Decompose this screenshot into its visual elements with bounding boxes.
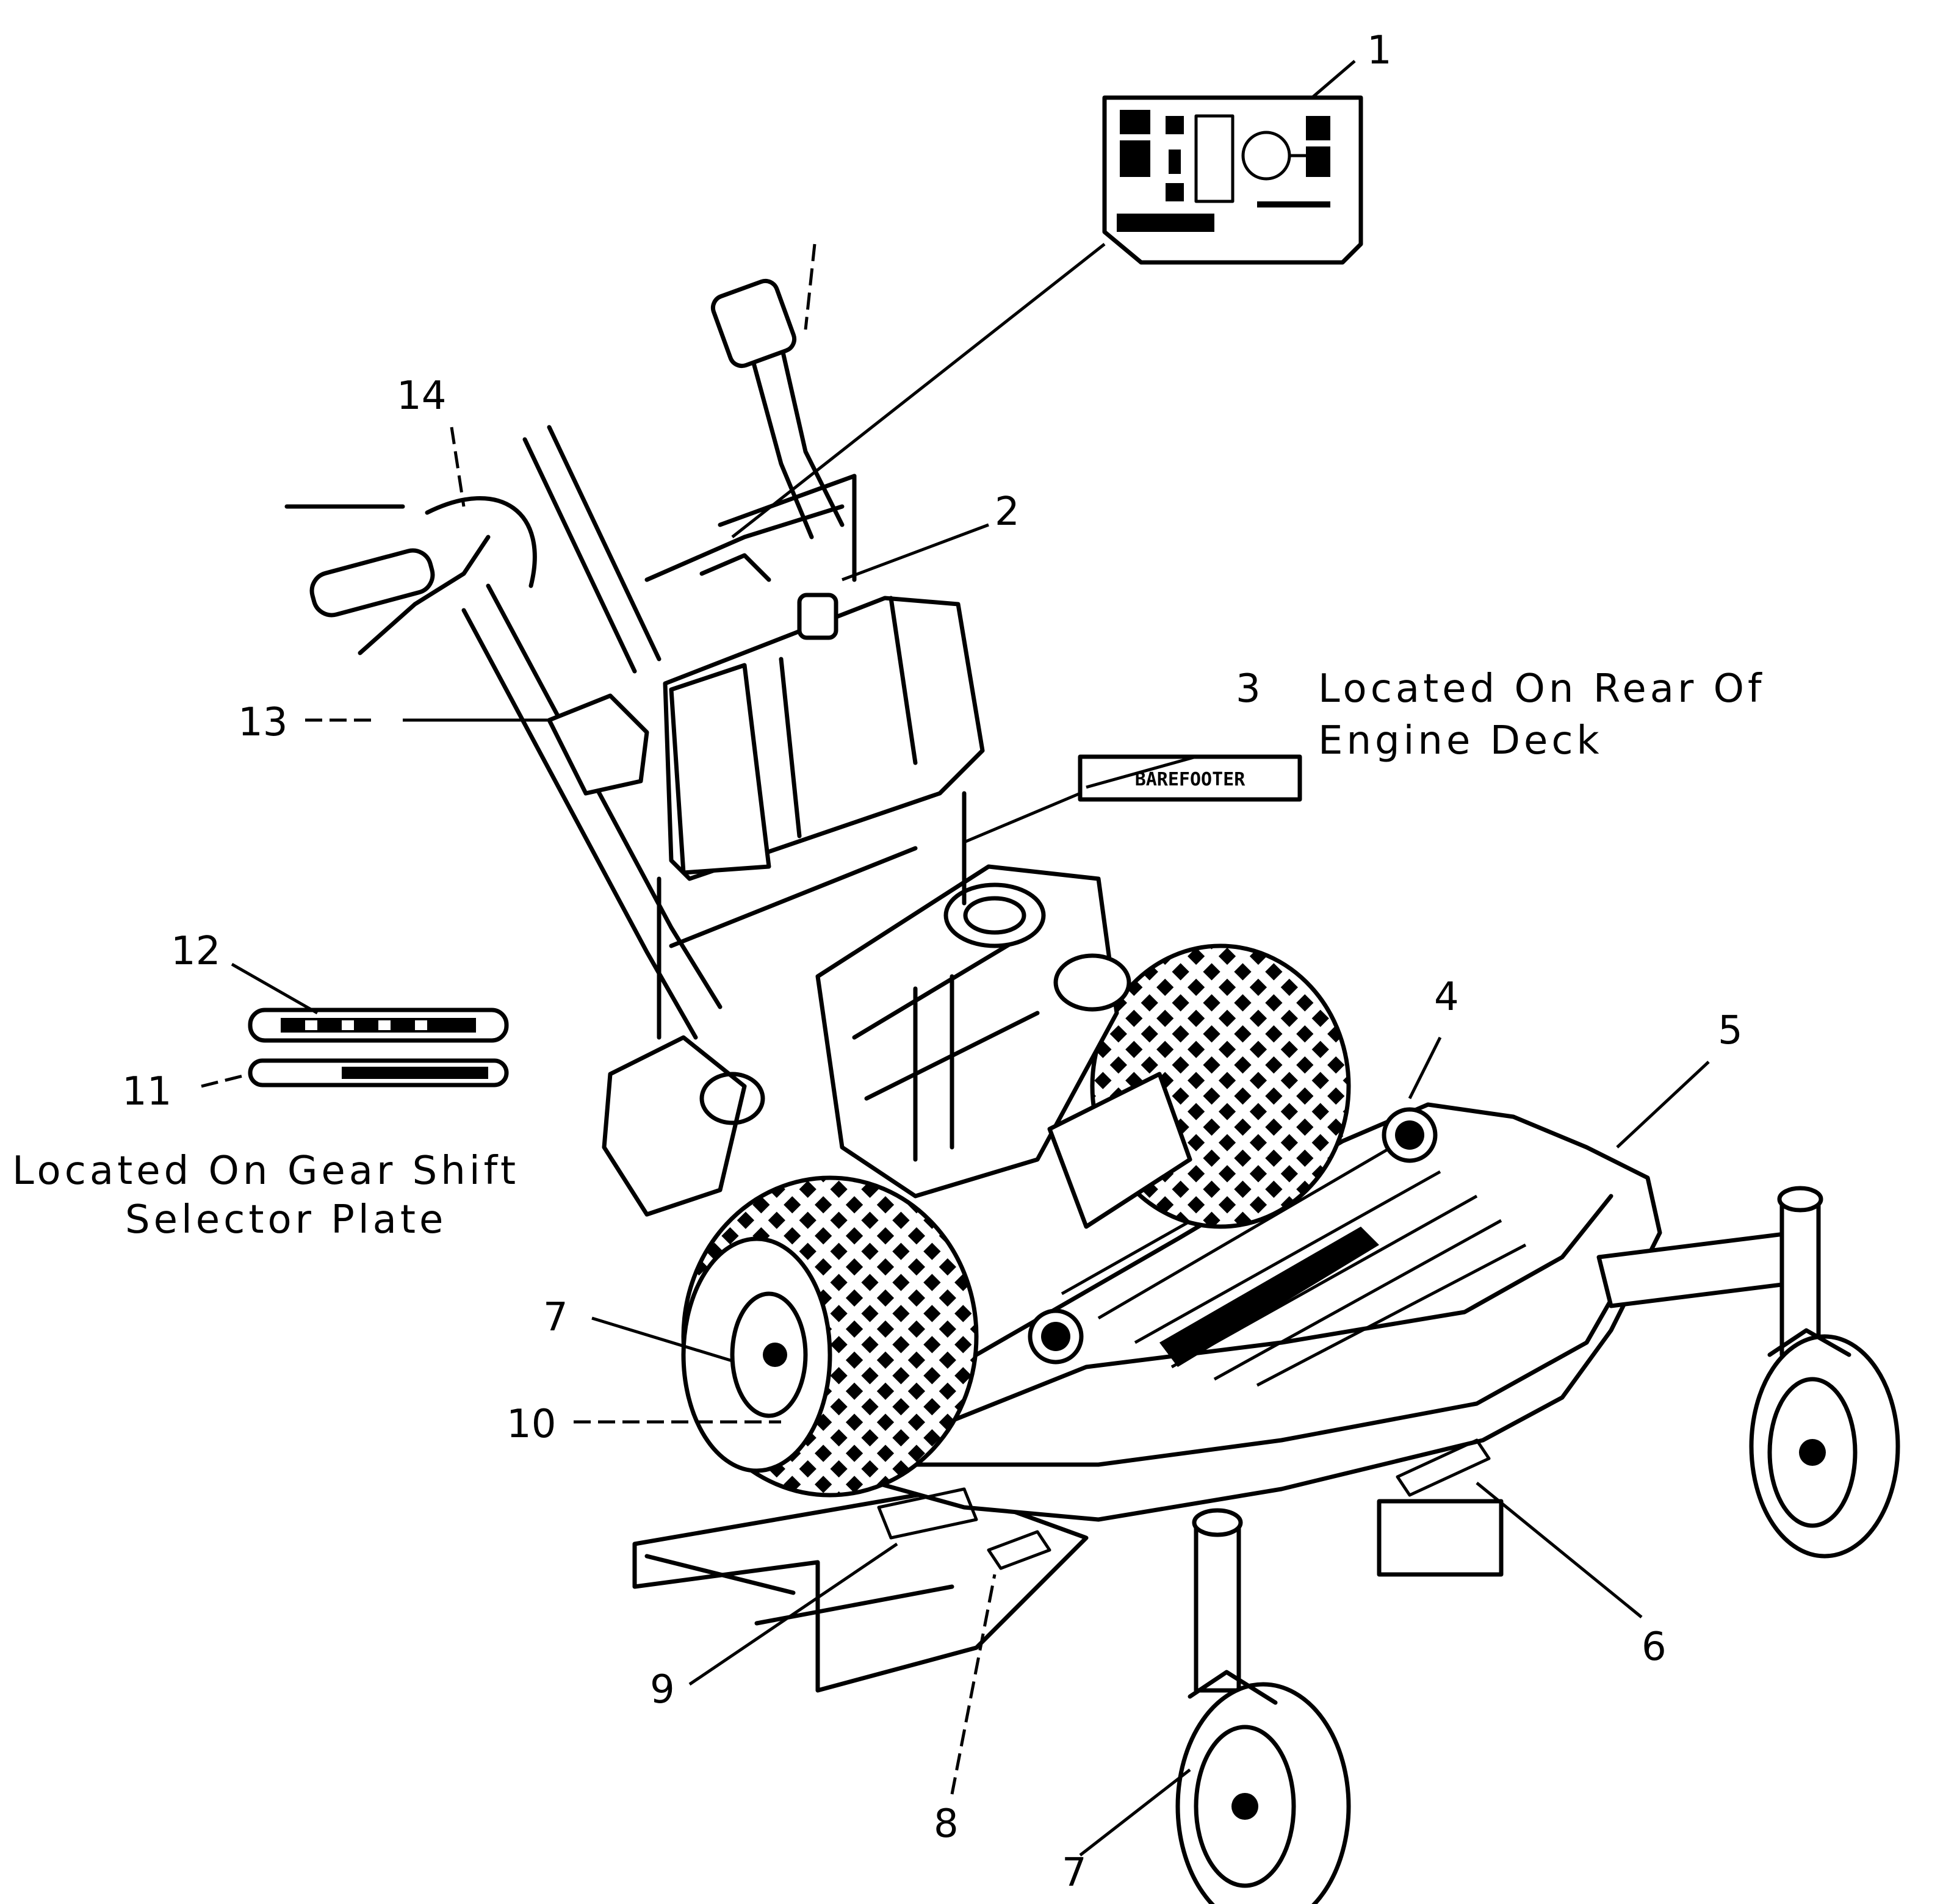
decal-3-brand-text: BAREFOOTER xyxy=(1135,769,1246,790)
callout-numbers: 1 2 3 4 5 6 7 7 8 9 10 11 12 13 14 xyxy=(122,28,1743,1895)
right-caster-post xyxy=(1779,1194,1821,1357)
right-handle-grip xyxy=(710,278,797,369)
fuel-cap xyxy=(797,593,838,640)
deck-brand-decal xyxy=(1159,1227,1379,1367)
decal-6 xyxy=(1396,1438,1491,1497)
callout-7-left-wheel: 7 xyxy=(543,1295,568,1340)
note-rear-deck-line1: Located On Rear Of xyxy=(1318,666,1765,712)
callout-8: 8 xyxy=(934,1801,959,1847)
decal-8 xyxy=(987,1530,1051,1570)
callout-13: 13 xyxy=(238,700,287,745)
callout-10: 10 xyxy=(506,1402,556,1447)
left-wheel-hub xyxy=(681,1236,832,1473)
decal-11 xyxy=(248,1058,509,1087)
mower-drawing xyxy=(284,278,1900,1904)
engine-cap xyxy=(1053,953,1131,1012)
leader-lines xyxy=(201,60,1710,1856)
callout-9: 9 xyxy=(650,1667,675,1712)
decal-3: BAREFOOTER xyxy=(1078,754,1302,802)
note-gear-shift-line2: Selector Plate xyxy=(125,1197,447,1242)
note-rear-deck-line2: Engine Deck xyxy=(1318,718,1603,763)
handle-left-frame xyxy=(461,608,698,1040)
decal-9 xyxy=(877,1487,978,1540)
callout-4: 4 xyxy=(1434,975,1459,1020)
gear-box xyxy=(602,1035,747,1217)
callout-3: 3 xyxy=(1236,666,1261,712)
decal-1 xyxy=(1102,95,1363,265)
front-caster-wheel xyxy=(1175,1682,1351,1904)
decal-12 xyxy=(248,1008,509,1043)
note-gear-shift-line1: Located On Gear Shift xyxy=(12,1149,519,1194)
control-lever xyxy=(358,535,491,655)
callout-7-front-wheel: 7 xyxy=(1062,1850,1087,1895)
callout-6: 6 xyxy=(1642,1625,1667,1670)
callout-11: 11 xyxy=(122,1069,171,1114)
front-caster-post xyxy=(1194,1517,1241,1693)
engine-battery xyxy=(1047,1072,1192,1229)
callout-5: 5 xyxy=(1718,1008,1743,1053)
deck-left-plate xyxy=(632,1487,1089,1693)
left-handle-grip xyxy=(309,548,435,618)
engine xyxy=(815,864,1119,1199)
location-notes: Located On Rear Of Engine Deck Located O… xyxy=(12,666,1765,1242)
callout-12: 12 xyxy=(171,929,220,974)
callout-1: 1 xyxy=(1367,28,1392,73)
right-deck-bracket xyxy=(1377,1499,1504,1577)
callout-2: 2 xyxy=(995,489,1020,535)
air-cleaner xyxy=(943,882,1046,948)
control-box xyxy=(547,693,649,796)
callout-14: 14 xyxy=(397,373,446,419)
